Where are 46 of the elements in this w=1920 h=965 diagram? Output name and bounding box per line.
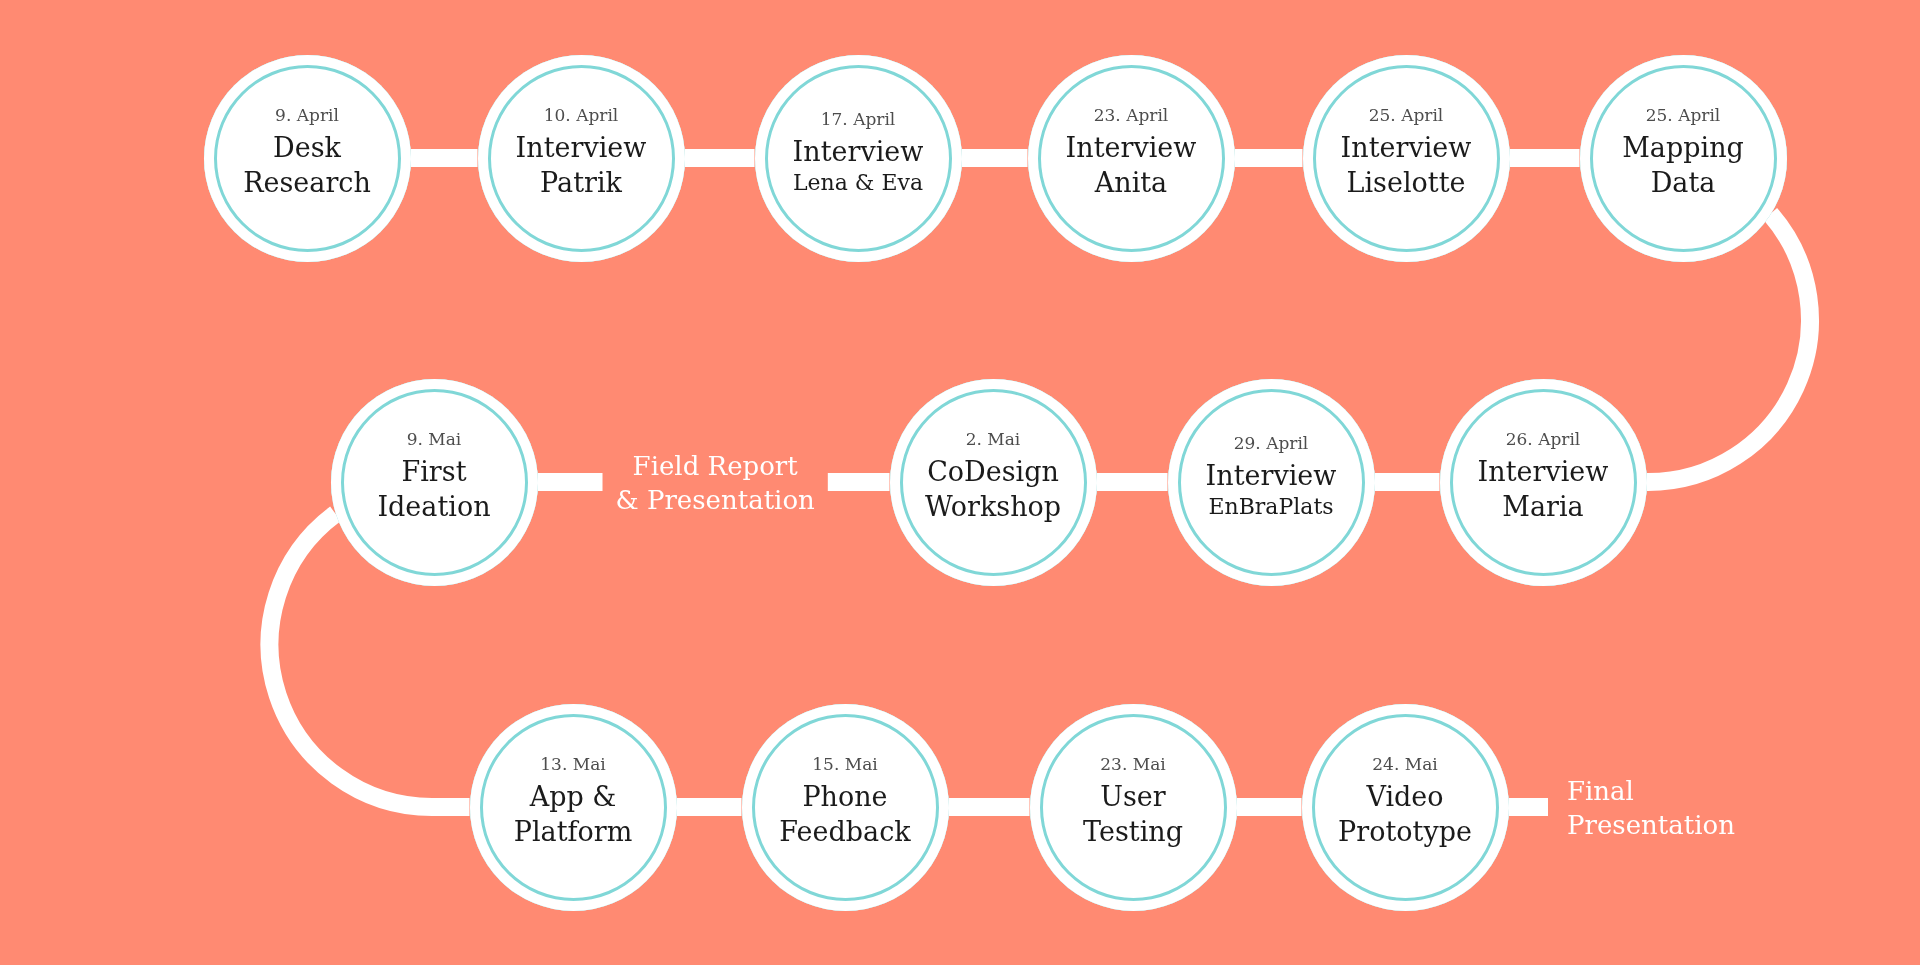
milestone-date: 9. Mai	[406, 428, 462, 450]
milestone-date: 10. April	[543, 104, 619, 126]
milestone-date: 23. Mai	[1100, 753, 1166, 775]
milestone-title: Interview Maria	[1477, 455, 1609, 524]
milestone-title: First Ideation	[377, 455, 491, 524]
timeline-connector	[1236, 798, 1302, 816]
milestone-date: 25. April	[1368, 104, 1444, 126]
milestone-date: 26. April	[1505, 428, 1581, 450]
milestone-title: Interview Patrik	[515, 131, 647, 200]
milestone-title: Phone Feedback	[779, 780, 911, 849]
milestone-date: 15. Mai	[812, 753, 878, 775]
milestone-date: 25. April	[1645, 104, 1721, 126]
milestone-title: Video Prototype	[1338, 780, 1472, 849]
milestone-subtitle: Lena & Eva	[792, 168, 924, 197]
milestone-date: 23. April	[1093, 104, 1169, 126]
milestone-title: Interview Liselotte	[1340, 131, 1472, 200]
milestone-title: Interview	[1205, 458, 1337, 493]
milestone-title: Interview	[792, 134, 924, 169]
timeline-connector	[1234, 149, 1303, 167]
milestone-date: 13. Mai	[540, 753, 606, 775]
milestone-title: Desk Research	[243, 131, 371, 200]
timeline-connector	[410, 149, 478, 167]
milestone-label: Field Report & Presentation	[602, 449, 828, 517]
milestone-title: Interview Anita	[1065, 131, 1197, 200]
milestone-title: App & Platform	[513, 780, 633, 849]
timeline-connector	[676, 798, 742, 816]
milestone-date: 17. April	[820, 107, 896, 130]
timeline-connector	[684, 149, 755, 167]
timeline-connector	[260, 506, 470, 816]
milestone-date: 2. Mai	[965, 428, 1021, 450]
timeline-connector	[948, 798, 1030, 816]
milestone-date: 24. Mai	[1372, 753, 1438, 775]
timeline-connector	[961, 149, 1028, 167]
milestone-date: 9. April	[275, 104, 339, 126]
milestone-title: User Testing	[1083, 780, 1183, 849]
timeline-connector	[537, 473, 603, 491]
timeline-connector	[1508, 798, 1548, 816]
milestone-label: Final Presentation	[1548, 774, 1735, 842]
milestone-title: Mapping Data	[1622, 131, 1744, 200]
milestone-subtitle: EnBraPlats	[1208, 492, 1334, 521]
timeline-connector	[1096, 473, 1168, 491]
timeline-connector	[827, 473, 890, 491]
milestone-date: 29. April	[1233, 431, 1309, 454]
timeline-connector	[1374, 473, 1440, 491]
milestone-title: CoDesign Workshop	[924, 455, 1062, 524]
timeline-connector	[1509, 149, 1580, 167]
